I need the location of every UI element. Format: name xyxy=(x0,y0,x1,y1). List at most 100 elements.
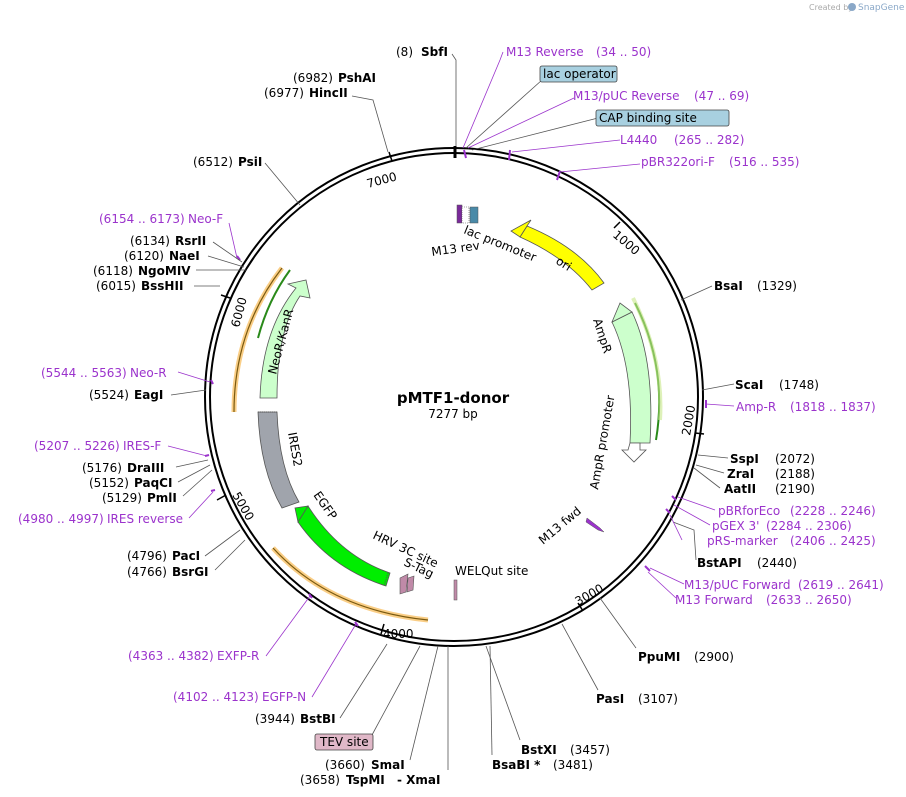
primer-pgex: pGEX 3' xyxy=(712,519,759,533)
pos-pasi: (3107) xyxy=(638,692,678,706)
lead-pbrforeco xyxy=(677,496,716,511)
pos-bsshii: (6015) xyxy=(96,279,136,293)
lead-bsai xyxy=(680,285,713,301)
egfp-feature xyxy=(297,505,391,587)
m13-rev-label: M13 rev xyxy=(430,238,480,259)
pos-hincii: (6977) xyxy=(264,86,304,100)
ori-feature xyxy=(519,225,605,291)
pos-bstapi: (2440) xyxy=(757,556,797,570)
primer-pbrforeco-mark xyxy=(671,495,677,501)
pos-pshai: (6982) xyxy=(293,71,333,85)
lead-amp-r xyxy=(705,403,735,407)
lac-promoter-feature xyxy=(461,206,470,224)
lead-cap xyxy=(471,117,599,151)
enzyme-bstbi: BstBI xyxy=(300,712,336,726)
lead-draiii xyxy=(175,459,209,468)
primer-iresf: IRES-F xyxy=(123,439,161,453)
primer-m13puc-fwd-range: (2619 .. 2641) xyxy=(798,578,884,592)
neor-feature xyxy=(259,279,311,399)
ampr-label: AmpR xyxy=(590,317,614,355)
tick-2000-mark xyxy=(694,432,705,435)
lead-aatii xyxy=(693,467,721,489)
tick-1000-mark xyxy=(613,221,621,229)
pos-rsrii: (6134) xyxy=(130,234,170,248)
tick-5000-mark xyxy=(216,494,227,501)
lead-bsrgi xyxy=(214,539,246,571)
lead-paqci xyxy=(177,464,211,483)
tick-1000: 1000 xyxy=(610,228,642,258)
primer-exfpr-mark xyxy=(308,593,313,599)
primer-pbr322: pBR322ori-F xyxy=(641,155,715,169)
primer-m13rev-range: (34 .. 50) xyxy=(596,45,651,59)
pos-bstxi: (3457) xyxy=(570,743,610,757)
lead-prs xyxy=(669,514,683,541)
enzyme-bsrgi: BsrGI xyxy=(172,565,209,579)
welqut-feature xyxy=(453,579,458,601)
tick-4000-mark xyxy=(380,623,385,635)
primer-pgex-mark xyxy=(665,508,671,514)
primer-pbr322-range: (516 .. 535) xyxy=(729,155,799,169)
enzyme-psii: PsiI xyxy=(238,155,262,169)
lead-pshai-hincii xyxy=(351,95,389,153)
lead-lac-operator xyxy=(465,79,543,149)
tick-3000: 3000 xyxy=(573,581,606,608)
plasmid-size: 7277 bp xyxy=(428,407,478,421)
primer-m13rev: M13 Reverse xyxy=(506,45,584,59)
pos-pmli: (5129) xyxy=(102,491,142,505)
enzyme-pshai: PshAI xyxy=(338,71,376,85)
m13-rev-feature xyxy=(456,204,463,224)
pos-sspi: (2072) xyxy=(775,452,815,466)
primer-pbr322-mark xyxy=(556,170,561,181)
pos-sbfi: (8) xyxy=(396,45,413,59)
ampr-promoter-arrow xyxy=(621,442,647,463)
egfp-end xyxy=(383,572,389,587)
pos-psii: (6512) xyxy=(193,155,233,169)
primer-m13puc-rev-range: (47 .. 69) xyxy=(694,89,749,103)
primer-iresrev-range: (4980 .. 4997) xyxy=(18,512,104,526)
lead-exfpr xyxy=(265,595,311,657)
primer-pgex-range: (2284 .. 2306) xyxy=(766,519,852,533)
pos-tspmi: (3658) xyxy=(300,773,340,787)
primer-exfpr: EXFP-R xyxy=(217,649,259,663)
primer-exfpr-range: (4363 .. 4382) xyxy=(128,649,214,663)
lead-paci xyxy=(204,529,241,557)
enzyme-naei: NaeI xyxy=(169,249,200,263)
enzyme-hincii: HincII xyxy=(309,86,348,100)
lead-iresf xyxy=(167,445,208,457)
primer-m13puc-fwd-mark xyxy=(644,565,651,572)
enzyme-ngomiv: NgoMIV xyxy=(138,264,191,278)
enzyme-smai: SmaI xyxy=(371,758,405,772)
ampr-orf-glow xyxy=(631,297,663,421)
lead-bstbi xyxy=(339,643,388,719)
tick-6000: 6000 xyxy=(228,296,249,329)
lead-scai xyxy=(701,383,735,391)
lead-psii xyxy=(264,162,301,206)
primer-m13puc-fwd: M13/pUC Forward xyxy=(684,578,791,592)
ori-arrowhead xyxy=(510,219,532,238)
enzyme-bstapi: BstAPI xyxy=(697,556,742,570)
primer-pbrforeco: pBRforEco xyxy=(718,504,780,518)
lead-ppumi xyxy=(599,597,637,649)
enzyme-sbfi: SbfI xyxy=(421,45,448,59)
lead-egfpn xyxy=(311,623,357,698)
primer-l4440-mark xyxy=(508,149,511,161)
primer-m13fwd: M13 Forward xyxy=(675,593,753,607)
primer-egfpn-range: (4102 .. 4123) xyxy=(173,690,259,704)
brand-created-by: Created by xyxy=(809,3,853,12)
pos-ppumi: (2900) xyxy=(694,650,734,664)
primer-prs: pRS-marker xyxy=(707,534,778,548)
primer-m13fwd-range: (2633 .. 2650) xyxy=(766,593,852,607)
lead-sspi xyxy=(697,454,729,459)
pos-ngomiv: (6118) xyxy=(93,264,133,278)
pos-paqci: (5152) xyxy=(89,476,129,490)
ampr-arrowhead xyxy=(611,302,633,323)
primer-l4440-range: (265 .. 282) xyxy=(674,133,744,147)
lead-m13rev xyxy=(462,51,504,149)
ampr-promoter-label: AmpR promoter xyxy=(587,394,617,490)
primer-prs-range: (2406 .. 2425) xyxy=(790,534,876,548)
enzyme-ppumi: PpuMI xyxy=(638,650,680,664)
primer-neor: Neo-R xyxy=(130,366,167,380)
primer-egfpn-mark xyxy=(354,621,359,627)
primer-iresrev: IRES reverse xyxy=(107,512,183,526)
